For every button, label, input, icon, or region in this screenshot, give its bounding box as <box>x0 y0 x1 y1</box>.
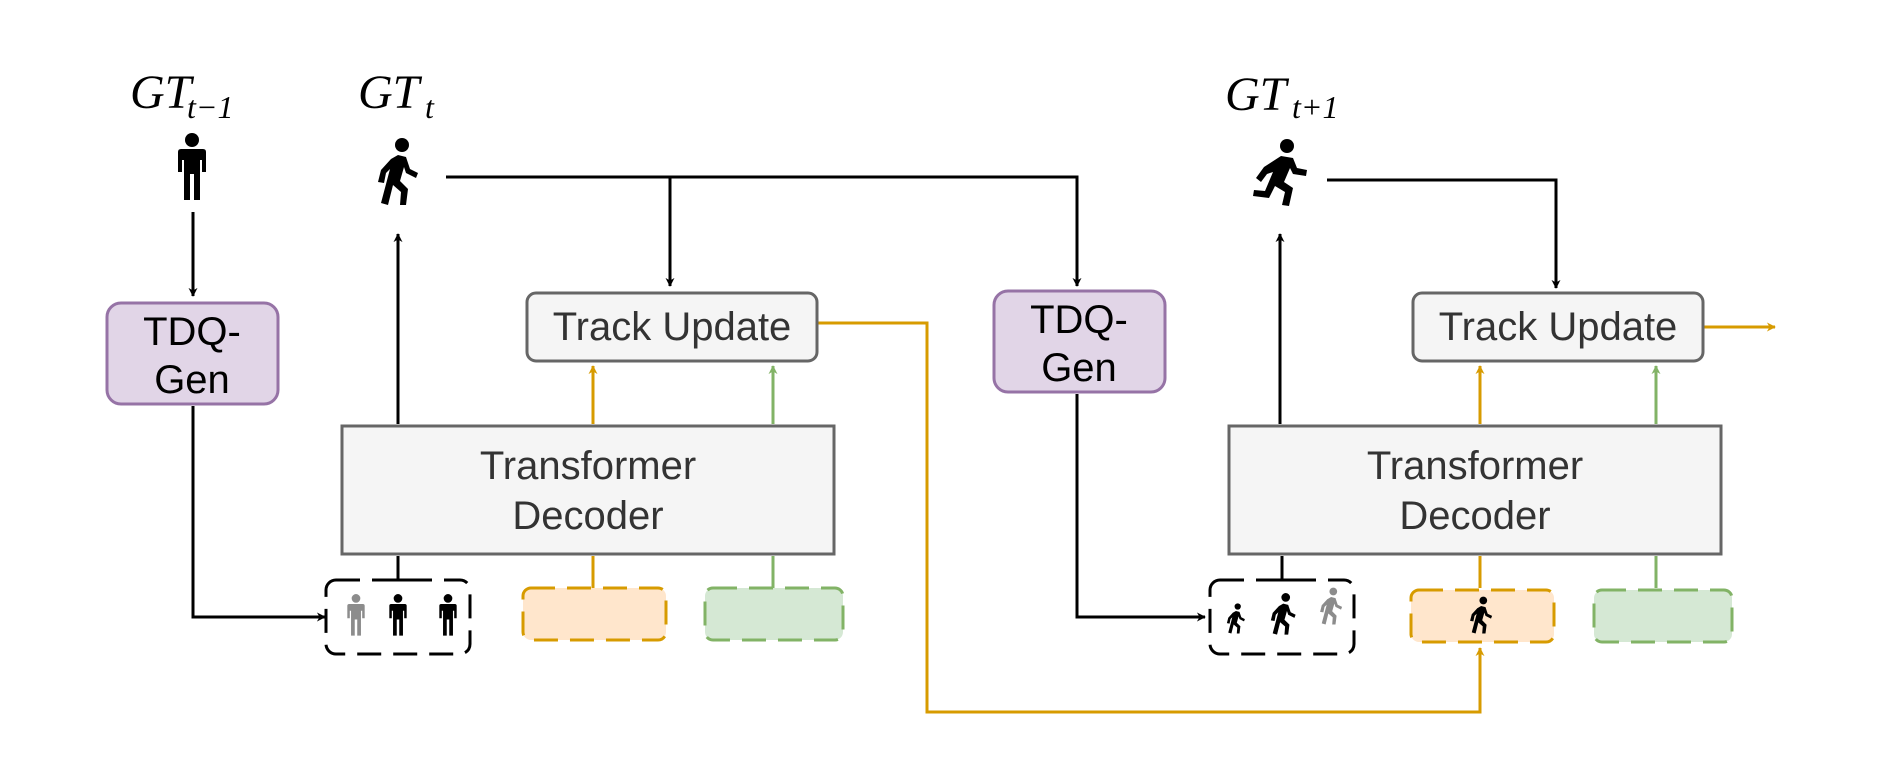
gt-cur-label: GT t <box>358 66 435 125</box>
tdq-gen-left-line2: Gen <box>154 358 230 402</box>
transformer-decoder-right: Transformer Decoder <box>1227 424 1723 556</box>
gt-cur-main: GT <box>358 66 423 119</box>
arrow-gt-cur-to-tdq-right <box>446 175 1082 287</box>
track-update-right-label: Track Update <box>1439 305 1678 349</box>
extra-queries-left <box>703 586 845 642</box>
track-queries-left <box>521 586 668 642</box>
arrow-tdq-to-queries-right <box>1075 394 1206 622</box>
decoder-left-line2: Decoder <box>512 494 663 538</box>
tdq-gen-right-line1: TDQ- <box>1030 298 1128 342</box>
gt-next-main: GT <box>1225 68 1290 121</box>
black-connectors <box>188 175 1561 622</box>
standing-person-icon <box>389 594 407 636</box>
standing-person-icon <box>347 594 365 636</box>
gt-prev-main: GT <box>130 66 195 119</box>
gt-cur-sub: t <box>425 89 435 125</box>
walking-person-icon <box>1226 603 1245 634</box>
transformer-decoder-left: Transformer Decoder <box>340 424 836 556</box>
decoder-left-line1: Transformer <box>480 444 696 488</box>
arrow-tdq-to-queries-left <box>191 406 326 622</box>
orange-connectors <box>588 321 1776 714</box>
standing-person-icon <box>178 133 206 200</box>
extra-queries-right <box>1592 588 1734 644</box>
gt-next-sub: t+1 <box>1292 89 1338 125</box>
track-queries-right <box>1409 588 1556 644</box>
track-update-left: Track Update <box>525 291 819 363</box>
tdq-gen-right: TDQ- Gen <box>992 289 1167 394</box>
walking-person-icon <box>1270 593 1296 635</box>
arrow-gt-next-to-track-update-right <box>1327 178 1561 289</box>
green-connectors <box>768 365 1661 588</box>
decoder-right-line2: Decoder <box>1399 494 1550 538</box>
tdq-gen-right-line2: Gen <box>1041 346 1117 390</box>
tdq-gen-left: TDQ- Gen <box>105 301 280 406</box>
walking-person-icon <box>1320 587 1343 625</box>
track-update-left-label: Track Update <box>553 305 792 349</box>
detection-queries-left <box>324 578 472 656</box>
tdq-gen-left-line1: TDQ- <box>143 310 241 354</box>
gt-prev-label: GT t−1 <box>130 66 233 125</box>
detection-queries-right <box>1208 578 1356 656</box>
arrow-track-update-to-orange-query <box>815 321 1485 714</box>
gt-prev-sub: t−1 <box>187 89 233 125</box>
standing-person-icon <box>439 594 457 636</box>
running-person-icon <box>1253 139 1307 206</box>
decoder-right-line1: Transformer <box>1367 444 1583 488</box>
track-update-right: Track Update <box>1411 291 1705 363</box>
walking-person-icon <box>378 138 418 205</box>
gt-next-label: GT t+1 <box>1225 68 1338 125</box>
